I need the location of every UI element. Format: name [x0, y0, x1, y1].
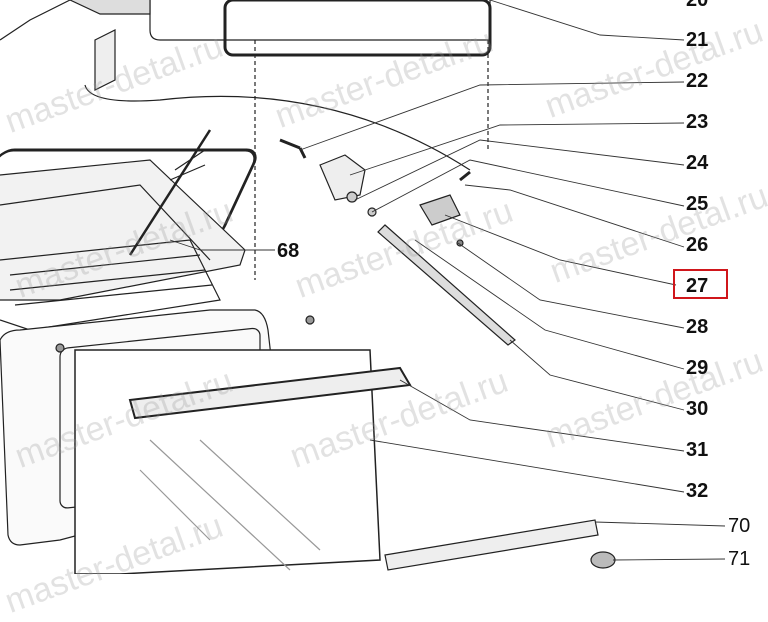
- part-label-28[interactable]: 28: [686, 316, 709, 338]
- part-label-20[interactable]: 20: [686, 0, 709, 11]
- leader-lines: [169, 0, 726, 561]
- part-label-31[interactable]: 31: [686, 439, 709, 461]
- ignition-block: [94, 29, 116, 91]
- exploded-parts-drawing: [0, 0, 726, 574]
- part-label-24[interactable]: 24: [686, 152, 709, 174]
- part-label-32[interactable]: 32: [686, 480, 709, 502]
- knob-71: [590, 551, 616, 569]
- part-label-30[interactable]: 30: [686, 398, 709, 420]
- burner-bracket: [419, 194, 461, 226]
- rotisserie-spit: [128, 129, 212, 256]
- rail-70: [384, 519, 599, 571]
- door-seal-21: [223, 0, 492, 57]
- part-label-25[interactable]: 25: [686, 193, 709, 215]
- part-label-26[interactable]: 26: [686, 234, 709, 256]
- door-handle-31: [128, 366, 412, 420]
- part-label-23[interactable]: 23: [686, 111, 709, 133]
- baking-tray-68: [0, 159, 246, 301]
- part-label-71[interactable]: 71: [728, 548, 751, 570]
- part-label-21[interactable]: 21: [686, 29, 709, 51]
- wire-shelf: [0, 239, 221, 331]
- part-label-70[interactable]: 70: [728, 515, 751, 537]
- highlight-box: [673, 269, 728, 299]
- cavity-frame: [149, 0, 491, 41]
- bracket-24: [319, 154, 366, 201]
- part-label-27[interactable]: 27: [686, 275, 709, 297]
- part-label-29[interactable]: 29: [686, 357, 709, 379]
- part-label-22[interactable]: 22: [686, 70, 709, 92]
- part-label-68[interactable]: 68: [277, 240, 300, 262]
- burner-tube-29: [377, 224, 516, 346]
